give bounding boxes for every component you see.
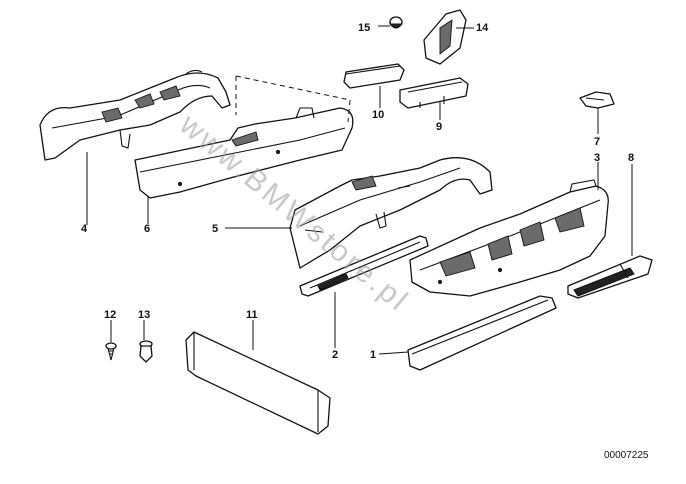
part-12-screw (105, 342, 117, 361)
part-11-cover (185, 331, 331, 435)
callout-13: 13 (138, 309, 150, 321)
part-6-trim (134, 107, 354, 199)
callout-2: 2 (332, 349, 338, 361)
callout-6: 6 (144, 223, 150, 235)
callout-8: 8 (628, 152, 634, 164)
part-13-clip (139, 340, 153, 363)
callout-12: 12 (104, 309, 116, 321)
callout-3: 3 (594, 152, 600, 164)
part-2-rail (299, 235, 429, 297)
callout-14: 14 (476, 22, 489, 34)
callout-10: 10 (372, 109, 384, 121)
leader-lines (86, 25, 633, 355)
part-8-handle (567, 255, 653, 299)
callout-7: 7 (594, 136, 600, 148)
callout-5: 5 (212, 223, 218, 235)
part-3-trim (409, 179, 609, 297)
assembly-dashed-line-a (235, 75, 351, 123)
part-10-cap (343, 63, 405, 89)
part-4-trim (39, 69, 231, 161)
callout-9: 9 (436, 121, 442, 133)
part-9-bracket (399, 77, 469, 109)
part-7-clip (579, 91, 615, 109)
callout-11: 11 (246, 309, 258, 321)
part-1-strip (407, 295, 557, 371)
part-14-bracket (423, 9, 467, 65)
part-15-plug (388, 16, 404, 29)
callout-15: 15 (358, 22, 370, 34)
document-number: 00007225 (604, 450, 649, 461)
callout-4: 4 (81, 223, 88, 235)
part-5-trim (289, 157, 493, 269)
callout-1: 1 (370, 349, 376, 361)
